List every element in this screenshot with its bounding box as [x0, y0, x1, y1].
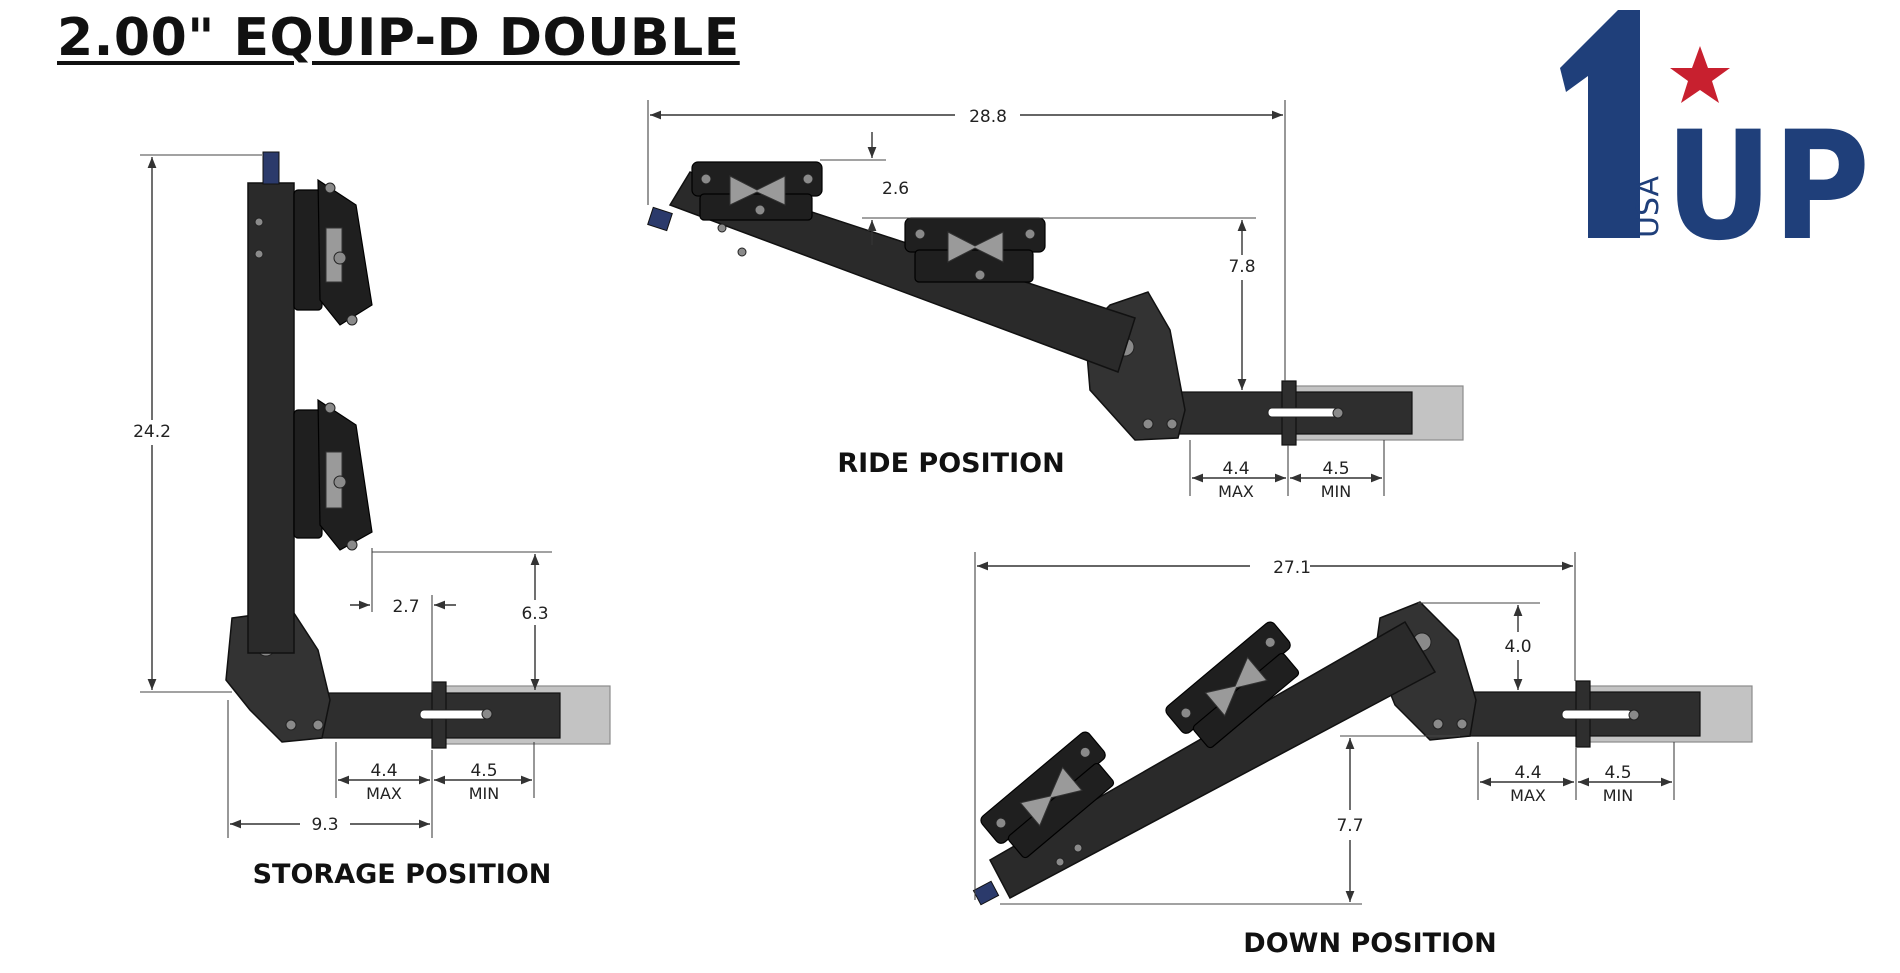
- down-rear-cradle: [980, 731, 1115, 859]
- ride-rear-cradle: [691, 161, 823, 221]
- ride-front-cradle: [904, 217, 1046, 283]
- down-caption: DOWN POSITION: [1243, 928, 1496, 959]
- dim-down-min-label: MIN: [1603, 786, 1634, 805]
- logo-numeral-one: [1560, 10, 1640, 238]
- logo-star-icon: [1670, 46, 1730, 103]
- ride-bolt: [717, 223, 727, 233]
- dim-storage-arm-gap: 2.7: [392, 597, 419, 617]
- down-hitch-slot: [1561, 709, 1633, 720]
- dim-storage-arm-height: 6.3: [521, 604, 548, 624]
- logo-word-text: UP: [1665, 100, 1870, 274]
- dim-down-max: 4.4: [1514, 763, 1541, 783]
- dim-ride-length: 28.8: [969, 107, 1007, 127]
- down-bolt: [1055, 857, 1065, 867]
- dim-storage-max-label: MAX: [366, 784, 402, 803]
- ride-bolt: [1166, 418, 1178, 430]
- ride-hitch-pin: [1332, 407, 1344, 419]
- dim-ride-max-label: MAX: [1218, 482, 1254, 501]
- dim-storage-max: 4.4: [370, 761, 397, 781]
- down-arm-cap: [972, 880, 1000, 906]
- ride-main-arm: [668, 171, 1136, 373]
- dim-storage-depth: 9.3: [311, 815, 338, 835]
- storage-bolt: [312, 719, 324, 731]
- logo-country-text: USA: [1631, 175, 1666, 238]
- page-title: 2.00" EQUIP-D DOUBLE: [57, 8, 740, 68]
- ride-hitch-slot: [1267, 407, 1339, 418]
- storage-upper-cradle: [293, 178, 373, 326]
- ride-arm-cap: [647, 206, 673, 232]
- dim-down-drop: 7.7: [1336, 816, 1363, 836]
- dim-storage-min-label: MIN: [469, 784, 500, 803]
- storage-mast: [247, 182, 295, 654]
- dim-down-length: 27.1: [1273, 558, 1311, 578]
- storage-hitch-pin: [481, 708, 493, 720]
- ride-bolt: [737, 247, 747, 257]
- down-bolt: [1456, 718, 1468, 730]
- dim-ride-min-label: MIN: [1321, 482, 1352, 501]
- storage-lower-cradle: [293, 398, 373, 551]
- storage-view: 24.2 2.7 6.3 4.4 MAX 4.5 MIN 9.3 STORAGE…: [133, 151, 611, 890]
- down-hitch-pin: [1628, 709, 1640, 721]
- dim-storage-min: 4.5: [470, 761, 497, 781]
- ride-bolt: [1142, 418, 1154, 430]
- ride-caption: RIDE POSITION: [837, 448, 1064, 479]
- storage-bolt: [254, 217, 264, 227]
- down-bolt: [1432, 718, 1444, 730]
- brand-logo: USA UP: [1560, 10, 1870, 274]
- dim-storage-height: 24.2: [133, 422, 171, 442]
- dim-ride-min: 4.5: [1322, 459, 1349, 479]
- storage-bolt: [285, 719, 297, 731]
- storage-hitch-slot: [419, 709, 491, 720]
- dim-down-height: 4.0: [1504, 637, 1531, 657]
- storage-mast-cap: [262, 151, 280, 185]
- ride-view: 28.8 2.6 7.8 4.4 MAX 4.5 MIN RIDE POSITI…: [647, 100, 1464, 501]
- storage-caption: STORAGE POSITION: [253, 859, 552, 890]
- dim-down-max-label: MAX: [1510, 786, 1546, 805]
- dim-ride-cradle-offset: 2.6: [882, 179, 909, 199]
- dim-down-min: 4.5: [1604, 763, 1631, 783]
- down-view: 27.1 4.0 7.7 4.4 MAX 4.5 MIN DOWN POSITI…: [972, 552, 1753, 959]
- down-bolt: [1073, 843, 1083, 853]
- storage-bolt: [254, 249, 264, 259]
- dim-ride-max: 4.4: [1222, 459, 1249, 479]
- dim-ride-height: 7.8: [1228, 257, 1255, 277]
- down-front-cradle: [1165, 621, 1300, 749]
